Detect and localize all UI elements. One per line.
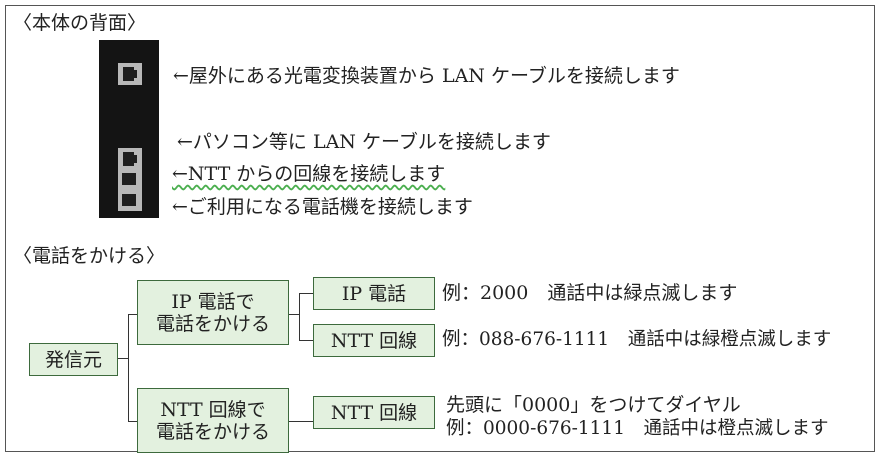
ntt-line-desc-2b: 例：0000-676-1111 通話中は橙点滅します (446, 418, 829, 439)
ip-branch-line2: 電話をかける (155, 312, 270, 335)
device-back-panel-image (99, 40, 159, 218)
ip-branch-line1: IP 電話で (171, 290, 255, 313)
connector-ip-out (289, 314, 299, 315)
ntt-line-box-1: NTT 回線 (313, 324, 435, 357)
call-section-title: 〈電話をかける〉 (13, 245, 166, 267)
ntt-line-box-2: NTT 回線 (313, 396, 435, 429)
ntt-branch-line2: 電話をかける (155, 420, 270, 443)
ip-phone-box: IP 電話 (313, 277, 435, 310)
connector-ntt-branch (128, 421, 137, 422)
ip-call-branch-box: IP 電話で 電話をかける (137, 280, 289, 345)
connector-root (118, 358, 128, 359)
label-phone: ←ご利用になる電話機を接続します (172, 196, 473, 218)
lan-port-pc-icon (118, 148, 142, 170)
back-section-title: 〈本体の背面〉 (13, 12, 147, 34)
connector-ip-branch (128, 314, 137, 315)
caller-root-box: 発信元 (29, 343, 118, 376)
ip-phone-box-label: IP 電話 (341, 282, 407, 305)
ntt-branch-line1: NTT 回線で (160, 398, 266, 421)
lan-port-wan-icon (118, 63, 142, 85)
tel-line-port-icon (118, 168, 142, 190)
label-ntt-line: ←NTT からの回線を接続します (172, 163, 446, 185)
phone-port-icon (118, 189, 142, 211)
ntt-line-desc-1: 例：088-676-1111 通話中は緑橙点滅します (442, 329, 832, 350)
connector-root-vertical (128, 314, 129, 422)
label-wan-lan: ←屋外にある光電変換装置から LAN ケーブルを接続します (173, 65, 680, 87)
caller-root-label: 発信元 (44, 348, 102, 371)
connector-ip-phone (299, 293, 313, 294)
ip-phone-desc: 例：2000 通話中は緑点滅します (442, 282, 738, 304)
outer-frame (5, 5, 875, 452)
connector-ip-vertical (299, 293, 300, 341)
ntt-line-box-1-label: NTT 回線 (330, 329, 418, 352)
connector-ntt-out (289, 421, 313, 422)
label-pc-lan: ←パソコン等に LAN ケーブルを接続します (177, 131, 551, 153)
ntt-line-box-2-label: NTT 回線 (330, 401, 418, 424)
ntt-call-branch-box: NTT 回線で 電話をかける (137, 388, 289, 453)
connector-ntt-line-1 (299, 340, 313, 341)
ntt-line-desc-2a: 先頭に「0000」をつけてダイヤル (446, 394, 741, 416)
